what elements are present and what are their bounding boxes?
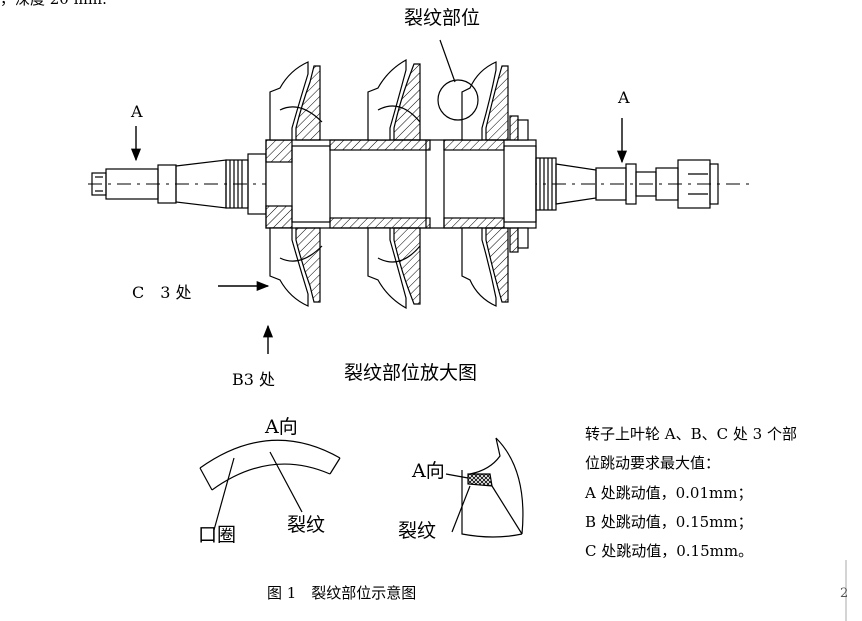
seal-discs <box>509 115 529 253</box>
label-a-right: A <box>618 88 630 107</box>
note-line-5: C 处跳动值，0.15mm。 <box>585 542 754 560</box>
impeller-3 <box>461 61 509 307</box>
rotor-hub <box>265 139 537 229</box>
label-b-three: B3 处 <box>232 370 276 389</box>
note-line-4: B 处跳动值，0.15mm； <box>585 513 753 531</box>
figure-caption: 图 1 裂纹部位示意图 <box>267 584 417 602</box>
left-shaft <box>91 153 267 215</box>
ring-arc-detail <box>199 439 341 531</box>
label-a-direction-1: A向 <box>265 416 298 438</box>
label-a-direction-2: A向 <box>412 460 445 482</box>
label-enlarged-view: 裂纹部位放大图 <box>344 362 478 384</box>
crack-location-marker <box>437 39 479 121</box>
note-line-2: 位跳动要求最大值： <box>585 454 721 472</box>
impeller-1 <box>269 61 323 307</box>
label-ring: 口圈 <box>198 524 237 546</box>
note-line-1: 转子上叶轮 A、B、C 处 3 个部 <box>585 425 797 443</box>
label-crack-2: 裂纹 <box>398 520 437 542</box>
impeller-2 <box>367 58 421 310</box>
page-number: 2 <box>840 586 849 601</box>
label-crack-location: 裂纹部位 <box>404 7 481 29</box>
blade-root-detail <box>445 437 524 538</box>
label-crack-1: 裂纹 <box>287 514 326 536</box>
label-c-three: C 3 处 <box>132 283 192 302</box>
label-a-left: A <box>131 102 143 121</box>
top-text-fragment: ，深度 20 mm. <box>0 0 107 9</box>
note-line-3: A 处跳动值，0.01mm； <box>585 484 753 502</box>
right-shaft <box>535 157 719 211</box>
